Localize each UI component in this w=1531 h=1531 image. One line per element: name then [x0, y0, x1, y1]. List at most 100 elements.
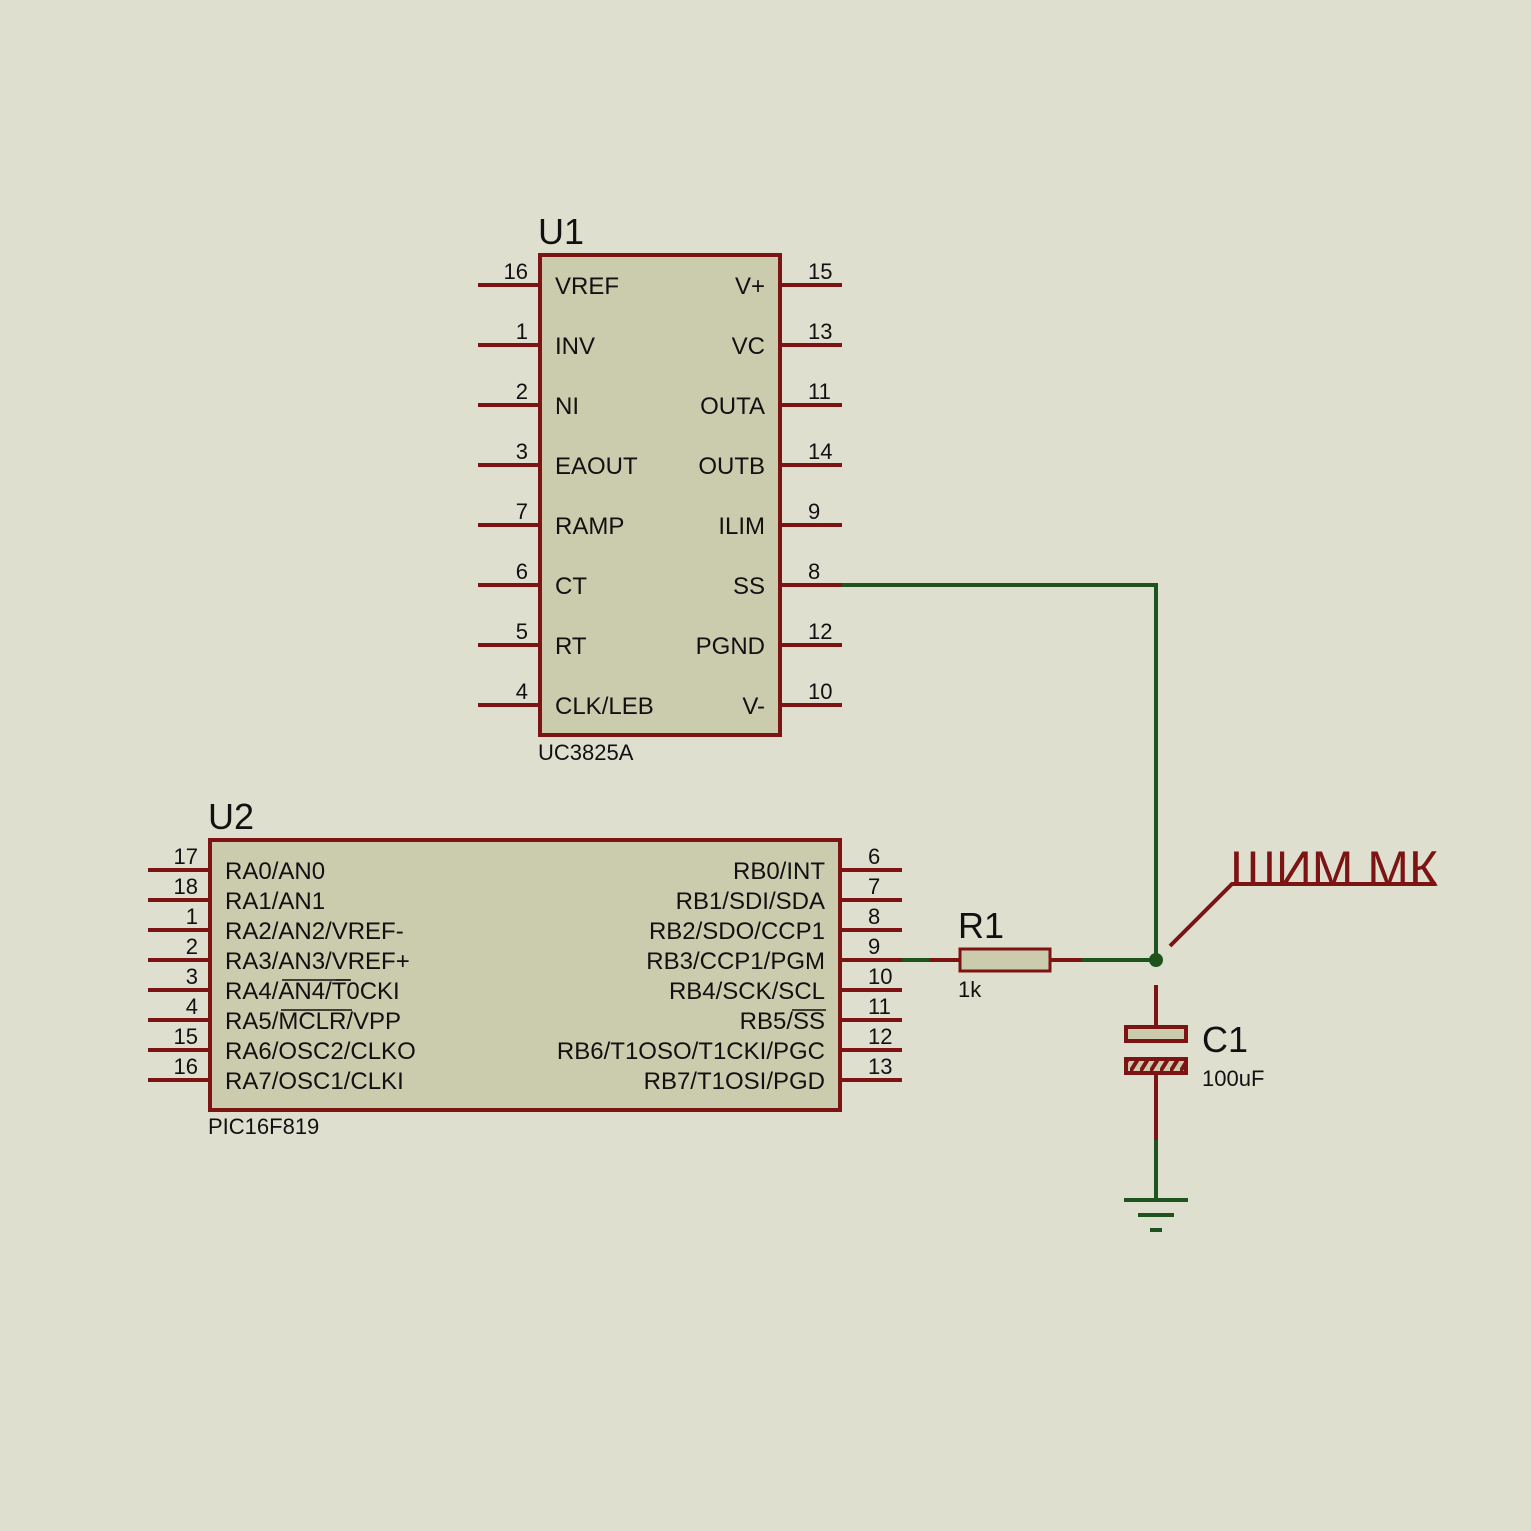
pin-name: RA6/OSC2/CLKO: [225, 1038, 416, 1065]
u1-left-pin-2[interactable]: 2NI: [478, 379, 579, 420]
ground-symbol[interactable]: [1124, 1198, 1188, 1232]
u1-left-pin-5[interactable]: 5RT: [478, 619, 587, 660]
pin-number: 5: [516, 619, 528, 644]
pin-name: RT: [555, 633, 587, 660]
pin-number: 8: [868, 904, 880, 929]
u2-component[interactable]: U2 PIC16F819 17RA0/AN018RA1/AN11RA2/AN2/…: [148, 796, 902, 1139]
pin-name: SS: [733, 573, 765, 600]
pin-name: RB5/SS: [740, 1008, 825, 1035]
net-label-text: ШИМ МК: [1230, 841, 1438, 897]
pin-number: 16: [174, 1054, 198, 1079]
u2-ref: U2: [208, 796, 254, 837]
pin-name: PGND: [696, 633, 765, 660]
r1-resistor[interactable]: R1 1k: [930, 905, 1082, 1002]
c1-value: 100uF: [1202, 1066, 1264, 1091]
pin-number: 9: [868, 934, 880, 959]
u1-right-pin-8[interactable]: 8SS: [733, 559, 842, 600]
pin-number: 10: [868, 964, 892, 989]
c1-capacitor[interactable]: C1 100uF: [1124, 985, 1264, 1140]
u1-part: UC3825A: [538, 740, 634, 765]
u2-right-pins: 6RB0/INT7RB1/SDI/SDA8RB2/SDO/CCP19RB3/CC…: [557, 844, 902, 1095]
pin-name: CT: [555, 573, 587, 600]
pin-name: RB3/CCP1/PGM: [646, 948, 825, 975]
pin-number: 2: [516, 379, 528, 404]
pin-name: RB6/T1OSO/T1CKI/PGC: [557, 1038, 825, 1065]
pin-name: RA5/MCLR/VPP: [225, 1008, 401, 1035]
pin-name: RB1/SDI/SDA: [676, 888, 825, 915]
pin-name: RB7/T1OSI/PGD: [644, 1068, 825, 1095]
wire-ss-to-node[interactable]: [842, 583, 1158, 960]
pin-name: RB2/SDO/CCP1: [649, 918, 825, 945]
u1-right-pin-10[interactable]: 10V-: [742, 679, 842, 720]
pin-number: 4: [516, 679, 528, 704]
pin-name: V-: [742, 693, 765, 720]
pin-name: RA7/OSC1/CLKI: [225, 1068, 404, 1095]
pin-name: RAMP: [555, 513, 624, 540]
c1-plate-negative: [1124, 1057, 1188, 1075]
pin-number: 9: [808, 499, 820, 524]
pin-name: VREF: [555, 273, 619, 300]
u1-left-pin-6[interactable]: 6CT: [478, 559, 587, 600]
pin-number: 11: [868, 994, 891, 1019]
r1-ref: R1: [958, 905, 1004, 946]
u1-right-pin-15[interactable]: 15V+: [735, 259, 842, 300]
pin-name: RA3/AN3/VREF+: [225, 948, 410, 975]
u1-body: [538, 253, 782, 737]
u2-part: PIC16F819: [208, 1114, 319, 1139]
pin-name: ILIM: [718, 513, 765, 540]
pin-name: VC: [732, 333, 765, 360]
pin-name: RB0/INT: [733, 858, 825, 885]
pin-number: 7: [868, 874, 880, 899]
pin-name: OUTA: [700, 393, 765, 420]
pin-number: 17: [174, 844, 198, 869]
u2-body: [208, 838, 842, 1112]
c1-plate-positive: [1124, 1025, 1188, 1043]
pin-name: CLK/LEB: [555, 693, 654, 720]
pin-number: 11: [808, 379, 831, 404]
pin-number: 13: [868, 1054, 892, 1079]
pin-number: 2: [186, 934, 198, 959]
pin-number: 15: [174, 1024, 198, 1049]
pin-number: 6: [516, 559, 528, 584]
pin-name: RB4/SCK/SCL: [669, 978, 825, 1005]
pin-number: 12: [868, 1024, 892, 1049]
pin-number: 1: [186, 904, 198, 929]
u1-ref: U1: [538, 211, 584, 252]
net-label[interactable]: ШИМ МК: [1168, 841, 1438, 948]
r1-value: 1k: [958, 977, 982, 1002]
c1-ref: C1: [1202, 1019, 1248, 1060]
pin-name: INV: [555, 333, 595, 360]
u1-component[interactable]: U1 UC3825A 16VREF1INV2NI3EAOUT7RAMP6CT5R…: [478, 211, 842, 765]
pin-number: 12: [808, 619, 832, 644]
pin-number: 10: [808, 679, 832, 704]
pin-number: 4: [186, 994, 198, 1019]
